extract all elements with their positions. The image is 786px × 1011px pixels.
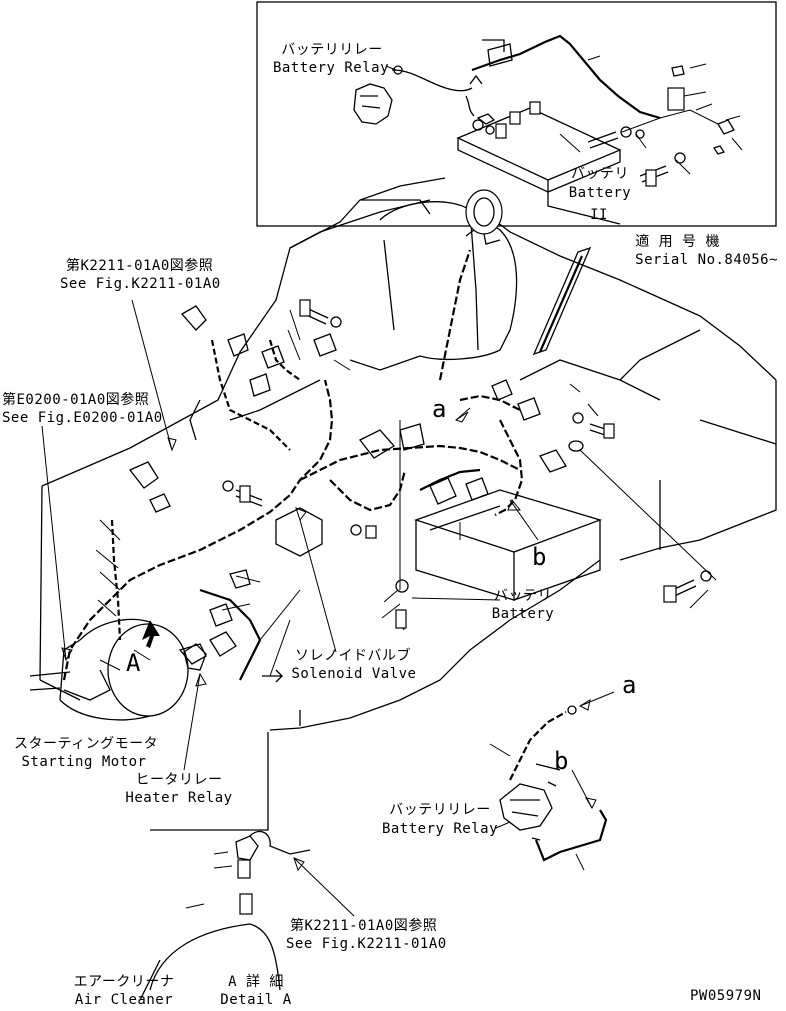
inset-battery-drawing <box>456 101 622 225</box>
inset-ii-label: II <box>590 207 608 223</box>
serial-label-en: Serial No.84056~ <box>635 252 778 268</box>
battery-label-en: Battery <box>491 606 555 622</box>
ref-e0200-jp: 第E0200-01A0図参照 <box>2 392 150 408</box>
lamp-drawing <box>465 189 503 245</box>
solenoid-valve-label-jp: ソレノイドバルブ <box>295 648 411 664</box>
heater-relay-label-jp: ヒータリレー <box>135 772 223 788</box>
wiring-harness <box>62 249 524 681</box>
inset-battery-label-en: Battery <box>568 185 632 201</box>
detail-battery-relay-label-jp: バッテリリレー <box>389 802 491 818</box>
detail-battery-relay-drawing <box>489 691 615 871</box>
view-a-marker: A <box>126 649 141 677</box>
inset-battery-relay-drawing <box>353 65 496 125</box>
detail-a-label-en: Detail A <box>220 992 292 1008</box>
ref-k2211-top-jp: 第K2211-01A0図参照 <box>66 258 214 274</box>
pointer-arrows <box>61 411 522 687</box>
marker-b-main: b <box>532 543 547 571</box>
inset-cable <box>471 34 661 120</box>
heater-relay-label-en: Heater Relay <box>125 790 233 806</box>
view-a-arrow <box>142 620 160 648</box>
main-leaders <box>41 299 717 771</box>
battery-label-jp: バッテリ <box>494 588 552 604</box>
seat-drawing <box>349 201 518 371</box>
marker-a-detail: a <box>622 671 637 699</box>
serial-label-jp: 適 用 号 機 <box>635 234 720 250</box>
main-bolts <box>222 299 712 631</box>
starting-motor-drawing <box>29 618 207 721</box>
air-cleaner-label-en: Air Cleaner <box>74 992 174 1008</box>
inset-battery-relay-label-jp: バッテリリレー <box>281 42 383 58</box>
inset-frame <box>256 1 777 227</box>
solenoid-valve-drawing <box>275 507 323 557</box>
starting-motor-label-jp: スターティングモータ <box>14 736 159 752</box>
inset-battery-label-jp: バッテリ <box>571 166 629 182</box>
drawing-number: PW05979N <box>690 988 762 1004</box>
marker-a-main: a <box>432 395 447 423</box>
machine-body-outline <box>39 177 777 831</box>
ref-k2211-bottom-jp: 第K2211-01A0図参照 <box>290 918 438 934</box>
ref-e0200-en: See Fig.E0200-01A0 <box>2 410 163 426</box>
heater-relay-drawing <box>183 643 207 671</box>
detail-a-drawing <box>139 830 355 1001</box>
inset-leaders <box>385 55 743 175</box>
inset-battery-relay-label-en: Battery Relay <box>272 60 390 76</box>
ref-k2211-bottom-en: See Fig.K2211-01A0 <box>286 936 447 952</box>
harness-components <box>128 305 541 657</box>
marker-b-detail: b <box>554 747 569 775</box>
solenoid-valve-label-en: Solenoid Valve <box>291 666 417 682</box>
starting-motor-label-en: Starting Motor <box>21 754 147 770</box>
detail-battery-relay-label-en: Battery Relay <box>381 821 499 837</box>
air-cleaner-label-jp: エアークリーナ <box>73 974 175 990</box>
detail-a-label-jp: A 詳 細 <box>228 974 284 990</box>
pointer-arrow-inset <box>538 255 584 353</box>
ref-k2211-top-en: See Fig.K2211-01A0 <box>60 276 221 292</box>
